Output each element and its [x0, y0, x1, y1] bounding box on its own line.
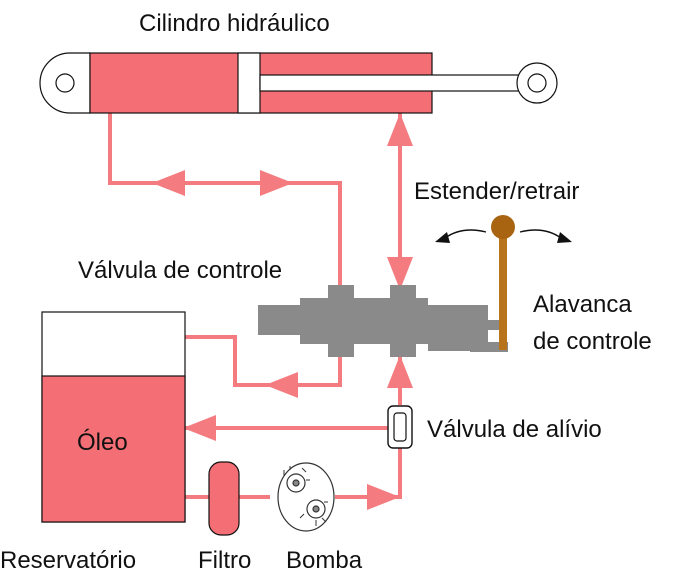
lever-arm — [499, 228, 507, 350]
arrow-down-valve — [387, 257, 413, 290]
label-lever-line2: de controle — [533, 328, 652, 355]
label-filter: Filtro — [198, 547, 251, 574]
control-valve — [258, 285, 508, 357]
label-pump: Bomba — [286, 547, 363, 574]
arrow-up-pressure — [387, 355, 413, 388]
line-valve-return — [170, 335, 342, 387]
cylinder-rod — [259, 74, 531, 92]
pump — [277, 462, 335, 532]
arrow-right-pump — [367, 484, 400, 510]
label-cylinder: Cilindro hidráulico — [139, 10, 330, 37]
arrow-left-return — [265, 372, 298, 398]
arrow-left-relief — [183, 415, 216, 441]
rod-eye-inner — [527, 73, 547, 93]
label-lever-line1: Alavanca — [533, 291, 632, 318]
cylinder-eye — [55, 73, 75, 93]
label-extend-retract: Estender/retrair — [414, 178, 579, 205]
label-relief-valve: Válvula de alívio — [427, 416, 602, 443]
label-oil: Óleo — [77, 429, 128, 456]
cylinder-piston — [237, 52, 261, 114]
arrow-left-1 — [152, 170, 185, 196]
relief-valve — [387, 405, 413, 449]
reservoir-oil — [41, 375, 186, 523]
reservoir — [41, 311, 186, 523]
label-control-valve: Válvula de controle — [78, 257, 282, 284]
lever-arrow-right — [519, 229, 562, 239]
line-relief-return — [185, 426, 402, 432]
arrow-up-cylinder — [387, 113, 413, 146]
lever-arrow-left — [444, 229, 487, 239]
arrow-right-1 — [260, 170, 293, 196]
filter — [208, 461, 240, 536]
lever-knob — [491, 215, 515, 239]
labels: Cilindro hidráulico Estender/retrair Vál… — [0, 10, 652, 574]
flow-arrows — [152, 113, 413, 510]
line-cylinder-left — [108, 113, 342, 290]
hydraulic-cylinder — [39, 52, 558, 114]
control-lever — [435, 215, 572, 350]
label-reservoir: Reservatório — [0, 547, 136, 574]
